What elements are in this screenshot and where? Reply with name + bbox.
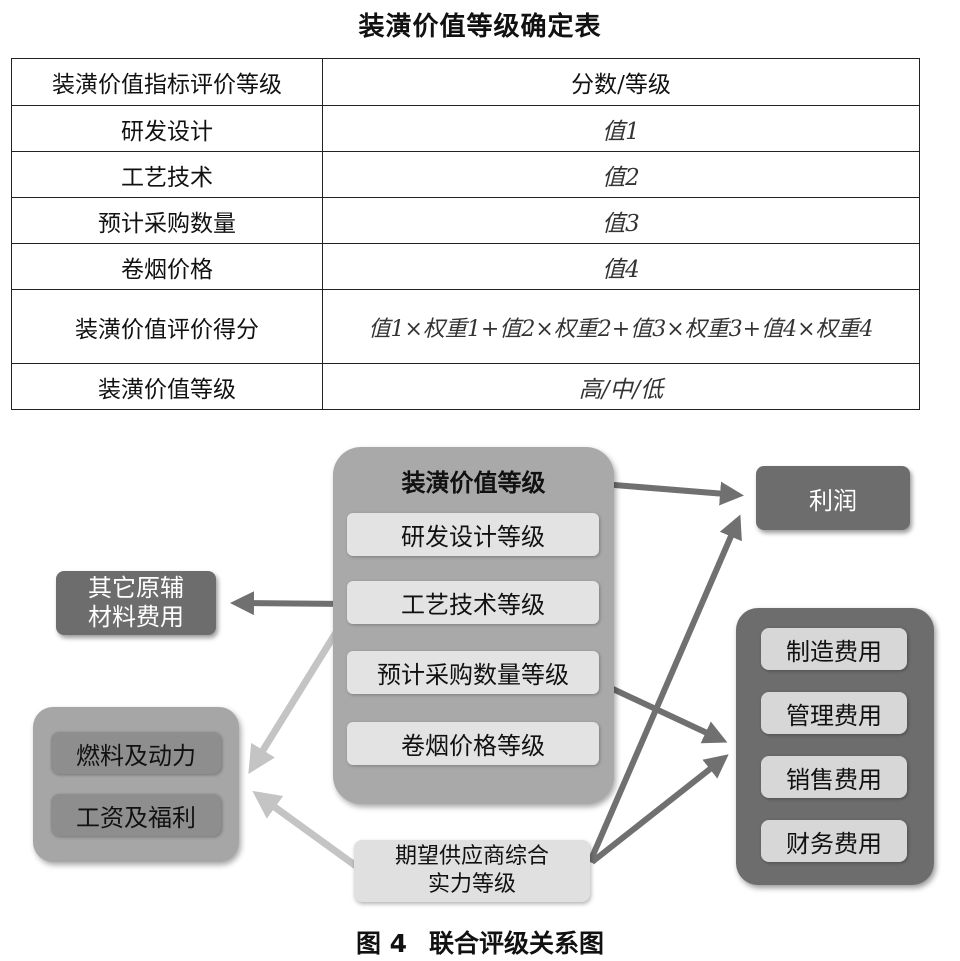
table-cell-indicator: 装潢价值评价得分 <box>11 289 323 364</box>
table-cell-indicator: 预计采购数量 <box>11 197 323 244</box>
financial-expense-item: 财务费用 <box>761 820 907 862</box>
arrow-procurement-to-right-panel <box>596 679 728 744</box>
decoration-value-title: 装潢价值等级 <box>401 469 546 497</box>
table-row: 装潢价值评价得分 值1×权重1+值2×权重2+值3×权重3+值4×权重4 <box>11 289 920 364</box>
grade-table: 装潢价值指标评价等级 分数/等级 研发设计 值1 工艺技术 值2 预计采购数量 … <box>11 58 920 410</box>
arrow-supplier-to-left-panel <box>252 790 359 869</box>
table-row: 卷烟价格 值4 <box>11 243 920 290</box>
sales-expense-item: 销售费用 <box>761 756 907 798</box>
cigarette-price-level: 卷烟价格等级 <box>347 722 599 765</box>
other-materials-line: 材料费用 <box>88 603 184 631</box>
craft-technology-level: 工艺技术等级 <box>347 581 599 624</box>
decoration-value-panel: 装潢价值等级 研发设计等级 工艺技术等级 预计采购数量等级 卷烟价格等级 <box>333 447 614 804</box>
arrow-supplier-to-profit <box>587 514 742 864</box>
supplier-line: 期望供应商综合 <box>394 844 549 869</box>
fuel-wages-panel: 燃料及动力 工资及福利 <box>33 707 239 862</box>
table-cell-value: 值3 <box>322 197 920 244</box>
table-cell-value: 值1 <box>322 105 920 152</box>
fuel-power-item: 燃料及动力 <box>51 732 221 774</box>
management-expense-item: 管理费用 <box>761 692 907 734</box>
table-cell-value: 值2 <box>322 151 920 198</box>
table-row: 装潢价值等级 高/中/低 <box>11 363 920 410</box>
supplier-strength-box: 期望供应商综合 实力等级 <box>354 840 590 902</box>
table-row: 预计采购数量 值3 <box>11 197 920 244</box>
table-cell-value: 高/中/低 <box>322 363 920 410</box>
table-cell-indicator: 研发设计 <box>11 105 323 152</box>
other-materials-box: 其它原辅 材料费用 <box>56 571 216 635</box>
wages-welfare-item: 工资及福利 <box>51 794 221 836</box>
profit-box: 利润 <box>756 466 910 530</box>
table-cell-formula: 值1×权重1+值2×权重2+值3×权重3+值4×权重4 <box>322 289 920 364</box>
figure-title: 联合评级关系图 <box>429 929 605 958</box>
rd-design-level: 研发设计等级 <box>347 513 599 556</box>
table-cell-indicator: 装潢价值等级 <box>11 363 323 410</box>
figure-caption: 图 4 联合评级关系图 <box>0 924 960 960</box>
table-row: 工艺技术 值2 <box>11 151 920 198</box>
arrow-craft-to-left-panel <box>248 616 348 774</box>
supplier-line: 实力等级 <box>427 872 516 897</box>
arrow-craft-to-materials <box>230 591 350 616</box>
table-cell-value: 值4 <box>322 243 920 290</box>
other-materials-line: 其它原辅 <box>88 574 184 602</box>
table-header-cell: 装潢价值指标评价等级 <box>11 58 323 106</box>
procurement-quantity-level: 预计采购数量等级 <box>347 651 599 694</box>
manufacturing-expense-item: 制造费用 <box>761 628 907 670</box>
table-title: 装潢价值等级确定表 <box>358 12 602 42</box>
expenses-panel: 制造费用 管理费用 销售费用 财务费用 <box>736 608 934 885</box>
table-row: 研发设计 值1 <box>11 105 920 152</box>
figure-number: 图 4 <box>355 929 408 958</box>
table-cell-indicator: 工艺技术 <box>11 151 323 198</box>
arrow-supplier-to-right-panel <box>590 754 729 865</box>
table-cell-indicator: 卷烟价格 <box>11 243 323 290</box>
